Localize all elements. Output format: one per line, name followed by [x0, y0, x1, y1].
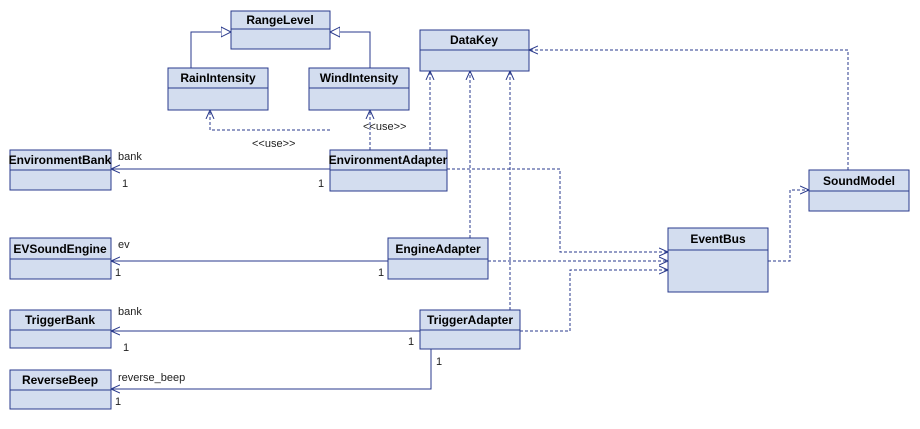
edge-labels: <<use>> <<use>> bank 1 1 ev 1 1 bank 1 1…	[115, 121, 442, 408]
role-trigger-bank: bank	[118, 306, 142, 318]
class-data-key-name: DataKey	[450, 33, 498, 47]
class-range-level[interactable]: RangeLevel	[230, 10, 331, 50]
class-environment-adapter[interactable]: EnvironmentAdapter	[329, 149, 448, 192]
mult-engine-adapter: 1	[378, 267, 384, 279]
class-environment-bank[interactable]: EnvironmentBank	[9, 149, 112, 191]
edges	[111, 32, 849, 389]
stereotype-use-rain: <<use>>	[252, 138, 295, 150]
stereotype-use-wind: <<use>>	[363, 121, 406, 133]
class-event-bus[interactable]: EventBus	[667, 227, 769, 293]
class-reverse-beep-name: ReverseBeep	[22, 373, 98, 387]
edge-eventbus-depends-soundmodel	[768, 190, 809, 262]
class-wind-intensity[interactable]: WindIntensity	[308, 67, 410, 111]
class-event-bus-name: EventBus	[690, 232, 746, 246]
class-wind-intensity-name: WindIntensity	[320, 71, 399, 85]
class-sound-model-name: SoundModel	[823, 174, 895, 188]
class-environment-bank-name: EnvironmentBank	[9, 153, 112, 167]
class-reverse-beep[interactable]: ReverseBeep	[9, 369, 112, 410]
role-reverse-beep: reverse_beep	[118, 372, 185, 384]
class-engine-adapter-name: EngineAdapter	[395, 242, 481, 256]
class-sound-model[interactable]: SoundModel	[808, 169, 910, 212]
class-engine-adapter[interactable]: EngineAdapter	[387, 237, 489, 280]
edge-soundmodel-depends-datakey	[529, 50, 849, 170]
class-trigger-adapter-name: TriggerAdapter	[427, 313, 513, 327]
class-data-key[interactable]: DataKey	[419, 29, 530, 72]
class-trigger-bank[interactable]: TriggerBank	[9, 309, 112, 349]
edge-rain-generalizes-range	[190, 32, 231, 68]
class-trigger-adapter[interactable]: TriggerAdapter	[419, 309, 521, 350]
class-environment-adapter-name: EnvironmentAdapter	[329, 153, 448, 167]
mult-trigger-adapter-reverse: 1	[436, 356, 442, 368]
class-rain-intensity-name: RainIntensity	[180, 71, 256, 85]
class-ev-sound-engine[interactable]: EVSoundEngine	[9, 237, 112, 280]
class-range-level-name: RangeLevel	[246, 13, 313, 27]
mult-env-bank: 1	[122, 178, 128, 190]
edge-env-depends-eventbus	[447, 168, 668, 252]
class-trigger-bank-name: TriggerBank	[25, 313, 95, 327]
mult-trigger-adapter: 1	[408, 336, 414, 348]
role-engine-ev: ev	[118, 239, 130, 251]
class-rain-intensity[interactable]: RainIntensity	[167, 67, 269, 111]
role-env-bank: bank	[118, 151, 142, 163]
edge-trigger-depends-eventbus	[520, 270, 668, 332]
edge-env-uses-rain	[210, 110, 330, 131]
edge-trigger-adapter-reverse	[111, 349, 432, 389]
class-ev-sound-engine-name: EVSoundEngine	[13, 242, 107, 256]
mult-reverse-beep: 1	[115, 396, 121, 408]
mult-env-adapter: 1	[318, 178, 324, 190]
edge-wind-generalizes-range	[330, 32, 371, 68]
mult-trigger-bank: 1	[123, 342, 129, 354]
mult-engine: 1	[115, 267, 121, 279]
